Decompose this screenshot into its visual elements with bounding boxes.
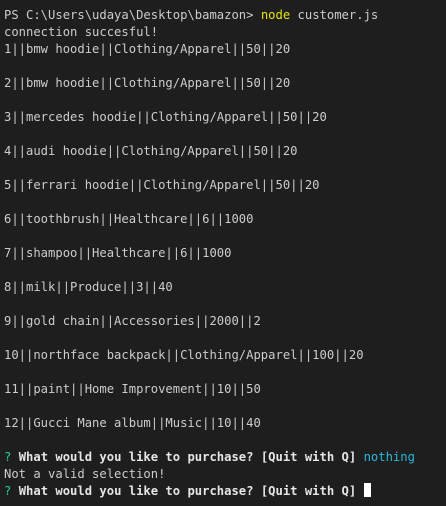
blank-line	[4, 330, 442, 347]
question-marker: ?	[4, 484, 12, 498]
product-row: 1||bmw hoodie||Clothing/Apparel||50||20	[4, 42, 291, 56]
blank-line	[4, 194, 442, 211]
product-row: 10||northface backpack||Clothing/Apparel…	[4, 348, 364, 362]
blank-line	[4, 126, 442, 143]
blank-line	[4, 296, 442, 313]
question-text: What would you like to purchase? [Quit w…	[18, 450, 357, 464]
question-marker: ?	[4, 450, 12, 464]
purchase-question-1: ? What would you like to purchase? [Quit…	[4, 449, 442, 466]
product-row: 5||ferrari hoodie||Clothing/Apparel||50|…	[4, 178, 320, 192]
blank-line	[4, 58, 442, 75]
product-row: 12||Gucci Mane album||Music||10||40	[4, 416, 261, 430]
product-row: 11||paint||Home Improvement||10||50	[4, 382, 261, 396]
product-row: 4||audi hoodie||Clothing/Apparel||50||20	[4, 144, 298, 158]
product-row: 7||shampoo||Healthcare||6||1000	[4, 246, 232, 260]
question-text: What would you like to purchase? [Quit w…	[18, 484, 357, 498]
text-cursor[interactable]	[363, 483, 371, 497]
product-row: 3||mercedes hoodie||Clothing/Apparel||50…	[4, 110, 327, 124]
blank-line	[4, 160, 442, 177]
product-row: 8||milk||Produce||3||40	[4, 280, 173, 294]
blank-line	[4, 228, 442, 245]
question-answer: nothing	[363, 450, 415, 464]
ps-path: PS C:\Users\udaya\Desktop\bamazon>	[4, 8, 254, 22]
blank-line	[4, 364, 442, 381]
product-row: 9||gold chain||Accessories||2000||2	[4, 314, 261, 328]
connection-message: connection succesful!	[4, 25, 159, 39]
purchase-question-2[interactable]: ? What would you like to purchase? [Quit…	[4, 483, 442, 500]
blank-line	[4, 92, 442, 109]
blank-line	[4, 398, 442, 415]
ps-prompt-line: PS C:\Users\udaya\Desktop\bamazon> node …	[4, 7, 442, 24]
error-message: Not a valid selection!	[4, 467, 166, 481]
command-args: customer.js	[297, 8, 379, 22]
product-row: 6||toothbrush||Healthcare||6||1000	[4, 212, 254, 226]
command-name: node	[260, 8, 291, 22]
blank-line	[4, 262, 442, 279]
product-row: 2||bmw hoodie||Clothing/Apparel||50||20	[4, 76, 291, 90]
blank-line	[4, 432, 442, 449]
